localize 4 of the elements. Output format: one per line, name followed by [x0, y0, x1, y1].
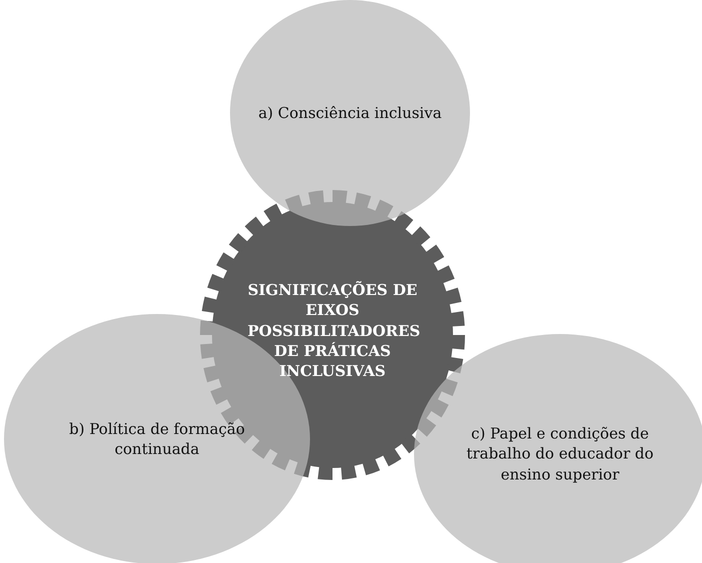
- circle-label: b) Política de formação continuada: [68, 418, 246, 460]
- circle-label: a) Consciência inclusiva: [257, 102, 443, 124]
- gear-label: SIGNIFICAÇÕES DE EIXOS POSSIBILITADORES DE PRÁTICAS INCLUSIVAS: [248, 280, 418, 382]
- circle-label: c) Papel e condições de trabalho do educador do ensino superior: [465, 424, 655, 484]
